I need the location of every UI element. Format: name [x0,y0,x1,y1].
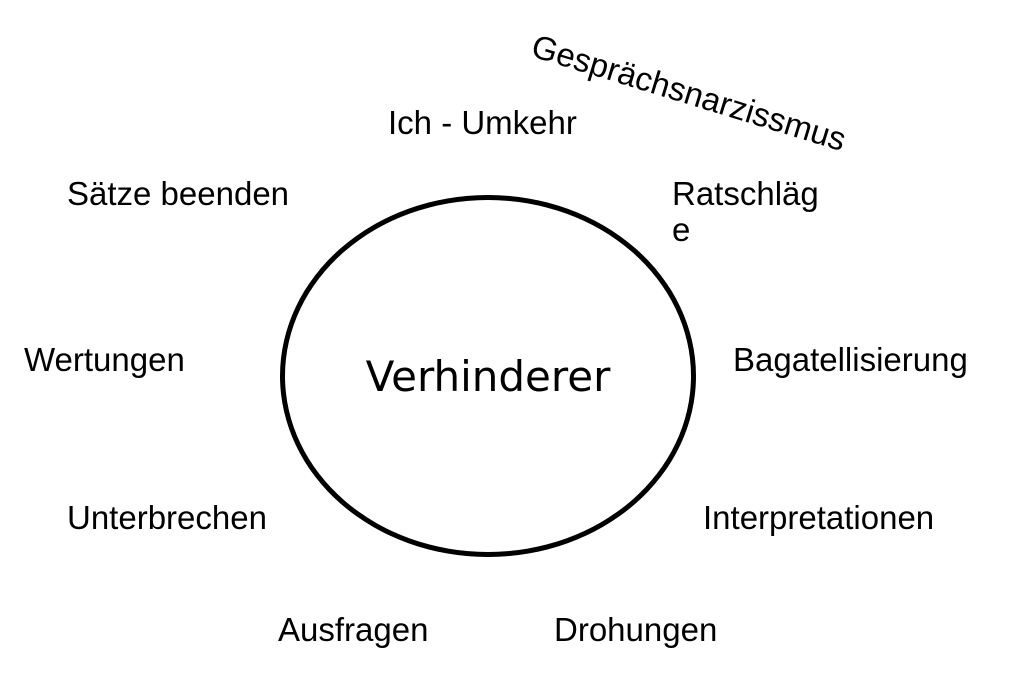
node-unterbrechen: Unterbrechen [67,499,267,536]
node-ich-umkehr: Ich - Umkehr [388,104,577,141]
center-ellipse [280,195,696,557]
node-ratschlaege: Ratschläge [672,175,819,248]
node-interpretationen: Interpretationen [703,499,935,536]
node-ausfragen: Ausfragen [278,611,429,648]
node-drohungen: Drohungen [554,611,718,648]
center-label: Verhinderer [365,352,611,401]
node-wertungen: Wertungen [24,341,185,378]
node-bagatellisierung: Bagatellisierung [733,341,968,378]
node-saetze-beenden: Sätze beenden [67,175,290,212]
